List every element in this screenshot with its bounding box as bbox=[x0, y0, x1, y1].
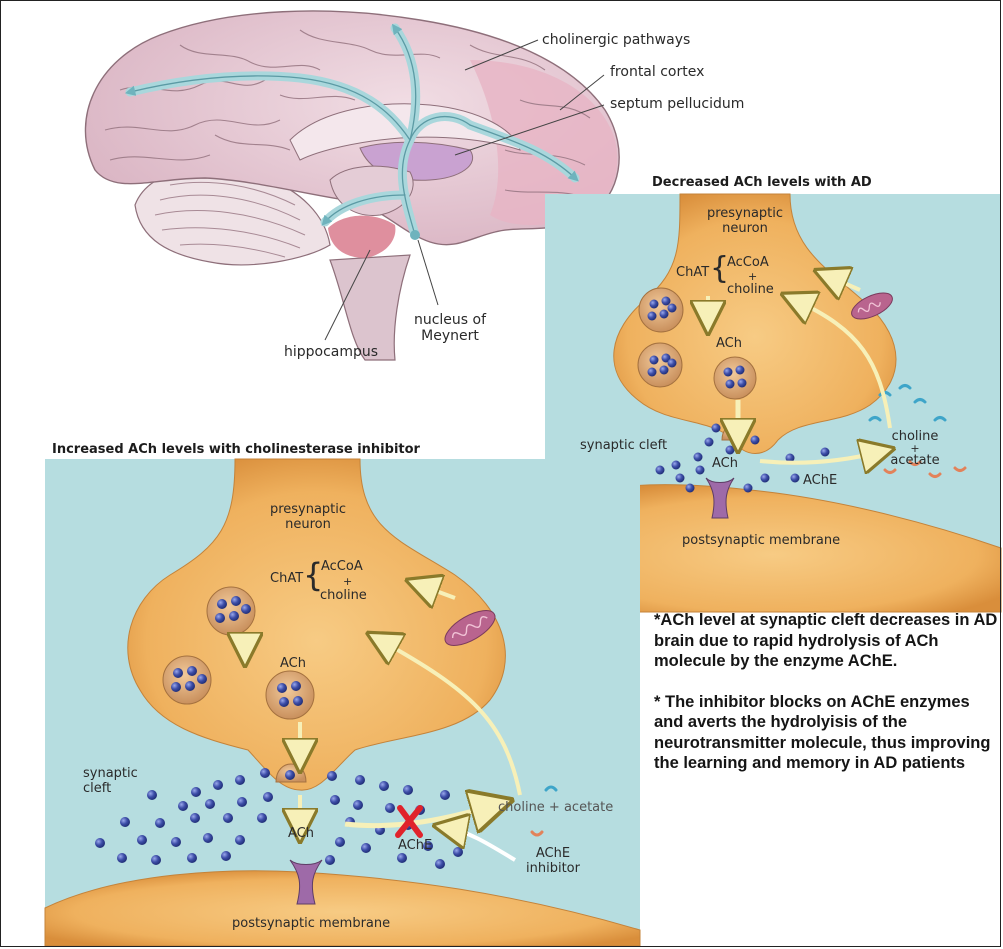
image-border bbox=[0, 0, 1001, 947]
diagram-canvas: cholinergic pathways frontal cortex sept… bbox=[0, 0, 1003, 949]
